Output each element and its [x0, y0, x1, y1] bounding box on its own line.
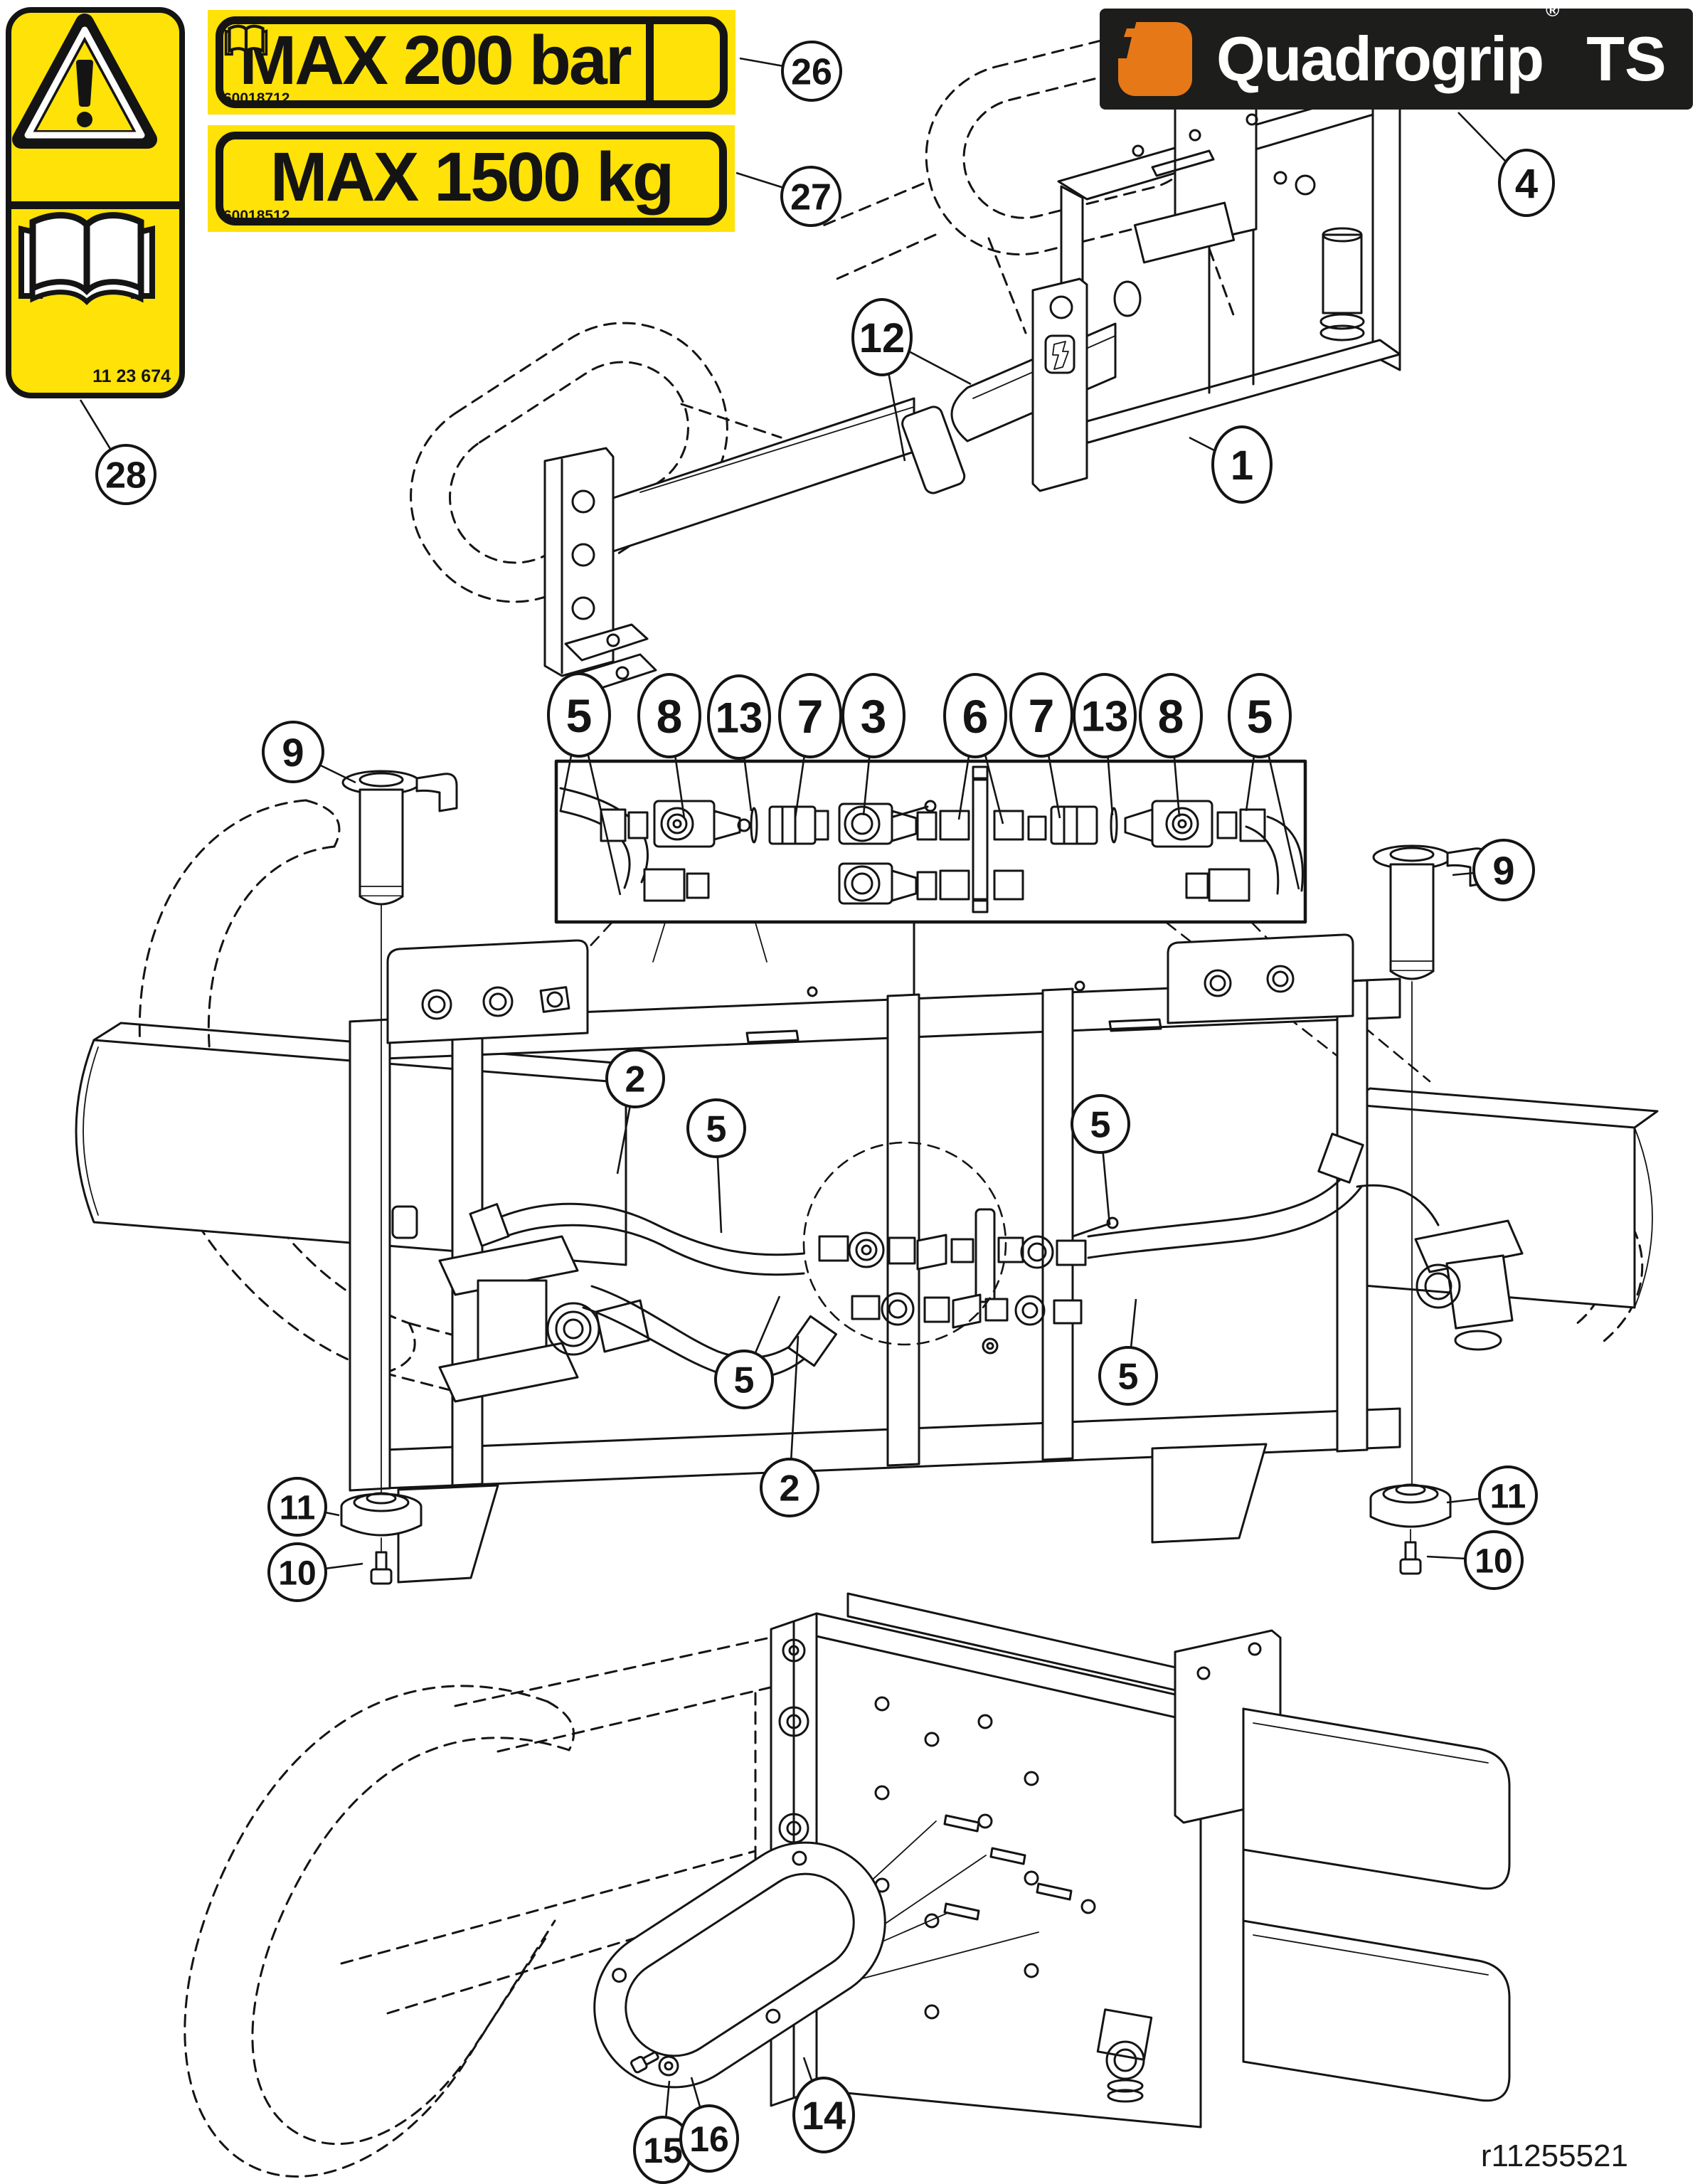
callout-5[interactable]: 5	[1098, 1298, 1158, 1406]
callout-2[interactable]: 2	[605, 1049, 665, 1175]
middle-assembly-drawing	[75, 770, 1659, 1585]
svg-text:14: 14	[802, 2093, 846, 2138]
svg-text:28: 28	[105, 455, 147, 497]
callout-14[interactable]: 14	[792, 2057, 855, 2153]
svg-text:12: 12	[859, 315, 905, 361]
callout-11[interactable]: 11	[1446, 1465, 1538, 1525]
lower-assembly-drawing	[184, 1592, 1511, 2178]
callout-10[interactable]: 10	[267, 1542, 363, 1602]
svg-text:1: 1	[1231, 442, 1253, 489]
svg-text:9: 9	[282, 730, 304, 775]
max-pressure-sticker: MAX 200 bar 60018712	[208, 10, 735, 115]
callout-9[interactable]: 9	[262, 721, 356, 784]
callout-1[interactable]: 1	[1189, 425, 1273, 504]
callout-4[interactable]: 4	[1457, 112, 1555, 217]
callout-8[interactable]: 8	[1139, 673, 1203, 817]
upper-assembly-drawing	[410, 31, 1401, 693]
svg-text:2: 2	[780, 1468, 800, 1510]
callout-3[interactable]: 3	[841, 673, 905, 816]
svg-text:5: 5	[1118, 1357, 1139, 1398]
svg-text:4: 4	[1515, 161, 1538, 207]
callout-5[interactable]: 5	[714, 1295, 781, 1409]
svg-text:2: 2	[625, 1059, 646, 1101]
callout-7[interactable]: 7	[1009, 672, 1073, 819]
svg-text:15: 15	[643, 2131, 683, 2170]
svg-text:8: 8	[1158, 690, 1184, 743]
svg-text:5: 5	[1247, 690, 1273, 743]
callout-5[interactable]: 5	[547, 672, 622, 896]
brand-model: TS	[1586, 23, 1667, 94]
svg-text:26: 26	[791, 52, 832, 93]
svg-text:5: 5	[1090, 1105, 1111, 1146]
callout-13[interactable]: 13	[1073, 673, 1137, 816]
sticker-part-number: 11 23 674	[92, 366, 171, 386]
svg-text:13: 13	[716, 694, 763, 742]
svg-text:13: 13	[1081, 693, 1129, 741]
svg-text:16: 16	[689, 2119, 729, 2159]
svg-text:9: 9	[1492, 848, 1514, 893]
callout-15[interactable]: 15	[633, 2080, 693, 2184]
brand-name: Quadrogrip	[1216, 23, 1544, 94]
callout-9[interactable]: 9	[1452, 839, 1535, 901]
operator-manual-book-icon	[11, 209, 179, 393]
brand-logo: Quadrogrip® TS	[1100, 0, 1693, 110]
svg-text:5: 5	[706, 1109, 727, 1150]
drawing-reference: r11255521	[1480, 2138, 1628, 2173]
callout-10[interactable]: 10	[1426, 1530, 1524, 1590]
callout-28[interactable]: 28	[79, 399, 156, 505]
callout-5[interactable]: 5	[1071, 1094, 1130, 1226]
callout-27[interactable]: 27	[735, 166, 841, 227]
callout-12[interactable]: 12	[851, 298, 972, 462]
svg-text:27: 27	[790, 177, 832, 218]
registered-trademark-icon: ®	[1546, 0, 1560, 21]
callout-13[interactable]: 13	[707, 674, 771, 812]
callout-7[interactable]: 7	[778, 673, 842, 819]
callout-8[interactable]: 8	[637, 673, 701, 819]
max-load-code: 60018512	[223, 208, 290, 224]
brand-r-icon	[1101, 10, 1192, 96]
warning-sticker: 11 23 674	[6, 7, 185, 398]
svg-text:10: 10	[1475, 1542, 1512, 1580]
svg-text:5: 5	[734, 1360, 755, 1401]
svg-text:7: 7	[797, 690, 824, 743]
callout-6[interactable]: 6	[943, 673, 1007, 825]
callout-16[interactable]: 16	[679, 2077, 739, 2173]
callout-2[interactable]: 2	[760, 1335, 819, 1517]
manual-book-icon-small	[224, 24, 720, 100]
callout-5[interactable]: 5	[1228, 673, 1300, 890]
warning-triangle-icon	[11, 13, 179, 209]
svg-text:7: 7	[1029, 689, 1055, 742]
svg-text:5: 5	[566, 689, 593, 742]
svg-text:3: 3	[861, 690, 887, 743]
max-load-text: MAX 1500 kg	[270, 137, 674, 216]
max-pressure-code: 60018712	[223, 90, 290, 107]
svg-text:6: 6	[962, 690, 989, 743]
callout-26[interactable]: 26	[739, 41, 842, 102]
callout-11[interactable]: 11	[267, 1477, 340, 1537]
max-load-sticker: MAX 1500 kg 60018512	[208, 125, 735, 232]
max-pressure-text: MAX 200 bar	[239, 21, 632, 99]
callout-5[interactable]: 5	[686, 1098, 746, 1234]
svg-text:10: 10	[278, 1554, 316, 1592]
svg-text:11: 11	[280, 1489, 316, 1527]
svg-text:11: 11	[1490, 1478, 1526, 1515]
hose-kit-detail-box	[496, 759, 1431, 1140]
svg-text:8: 8	[657, 690, 683, 743]
